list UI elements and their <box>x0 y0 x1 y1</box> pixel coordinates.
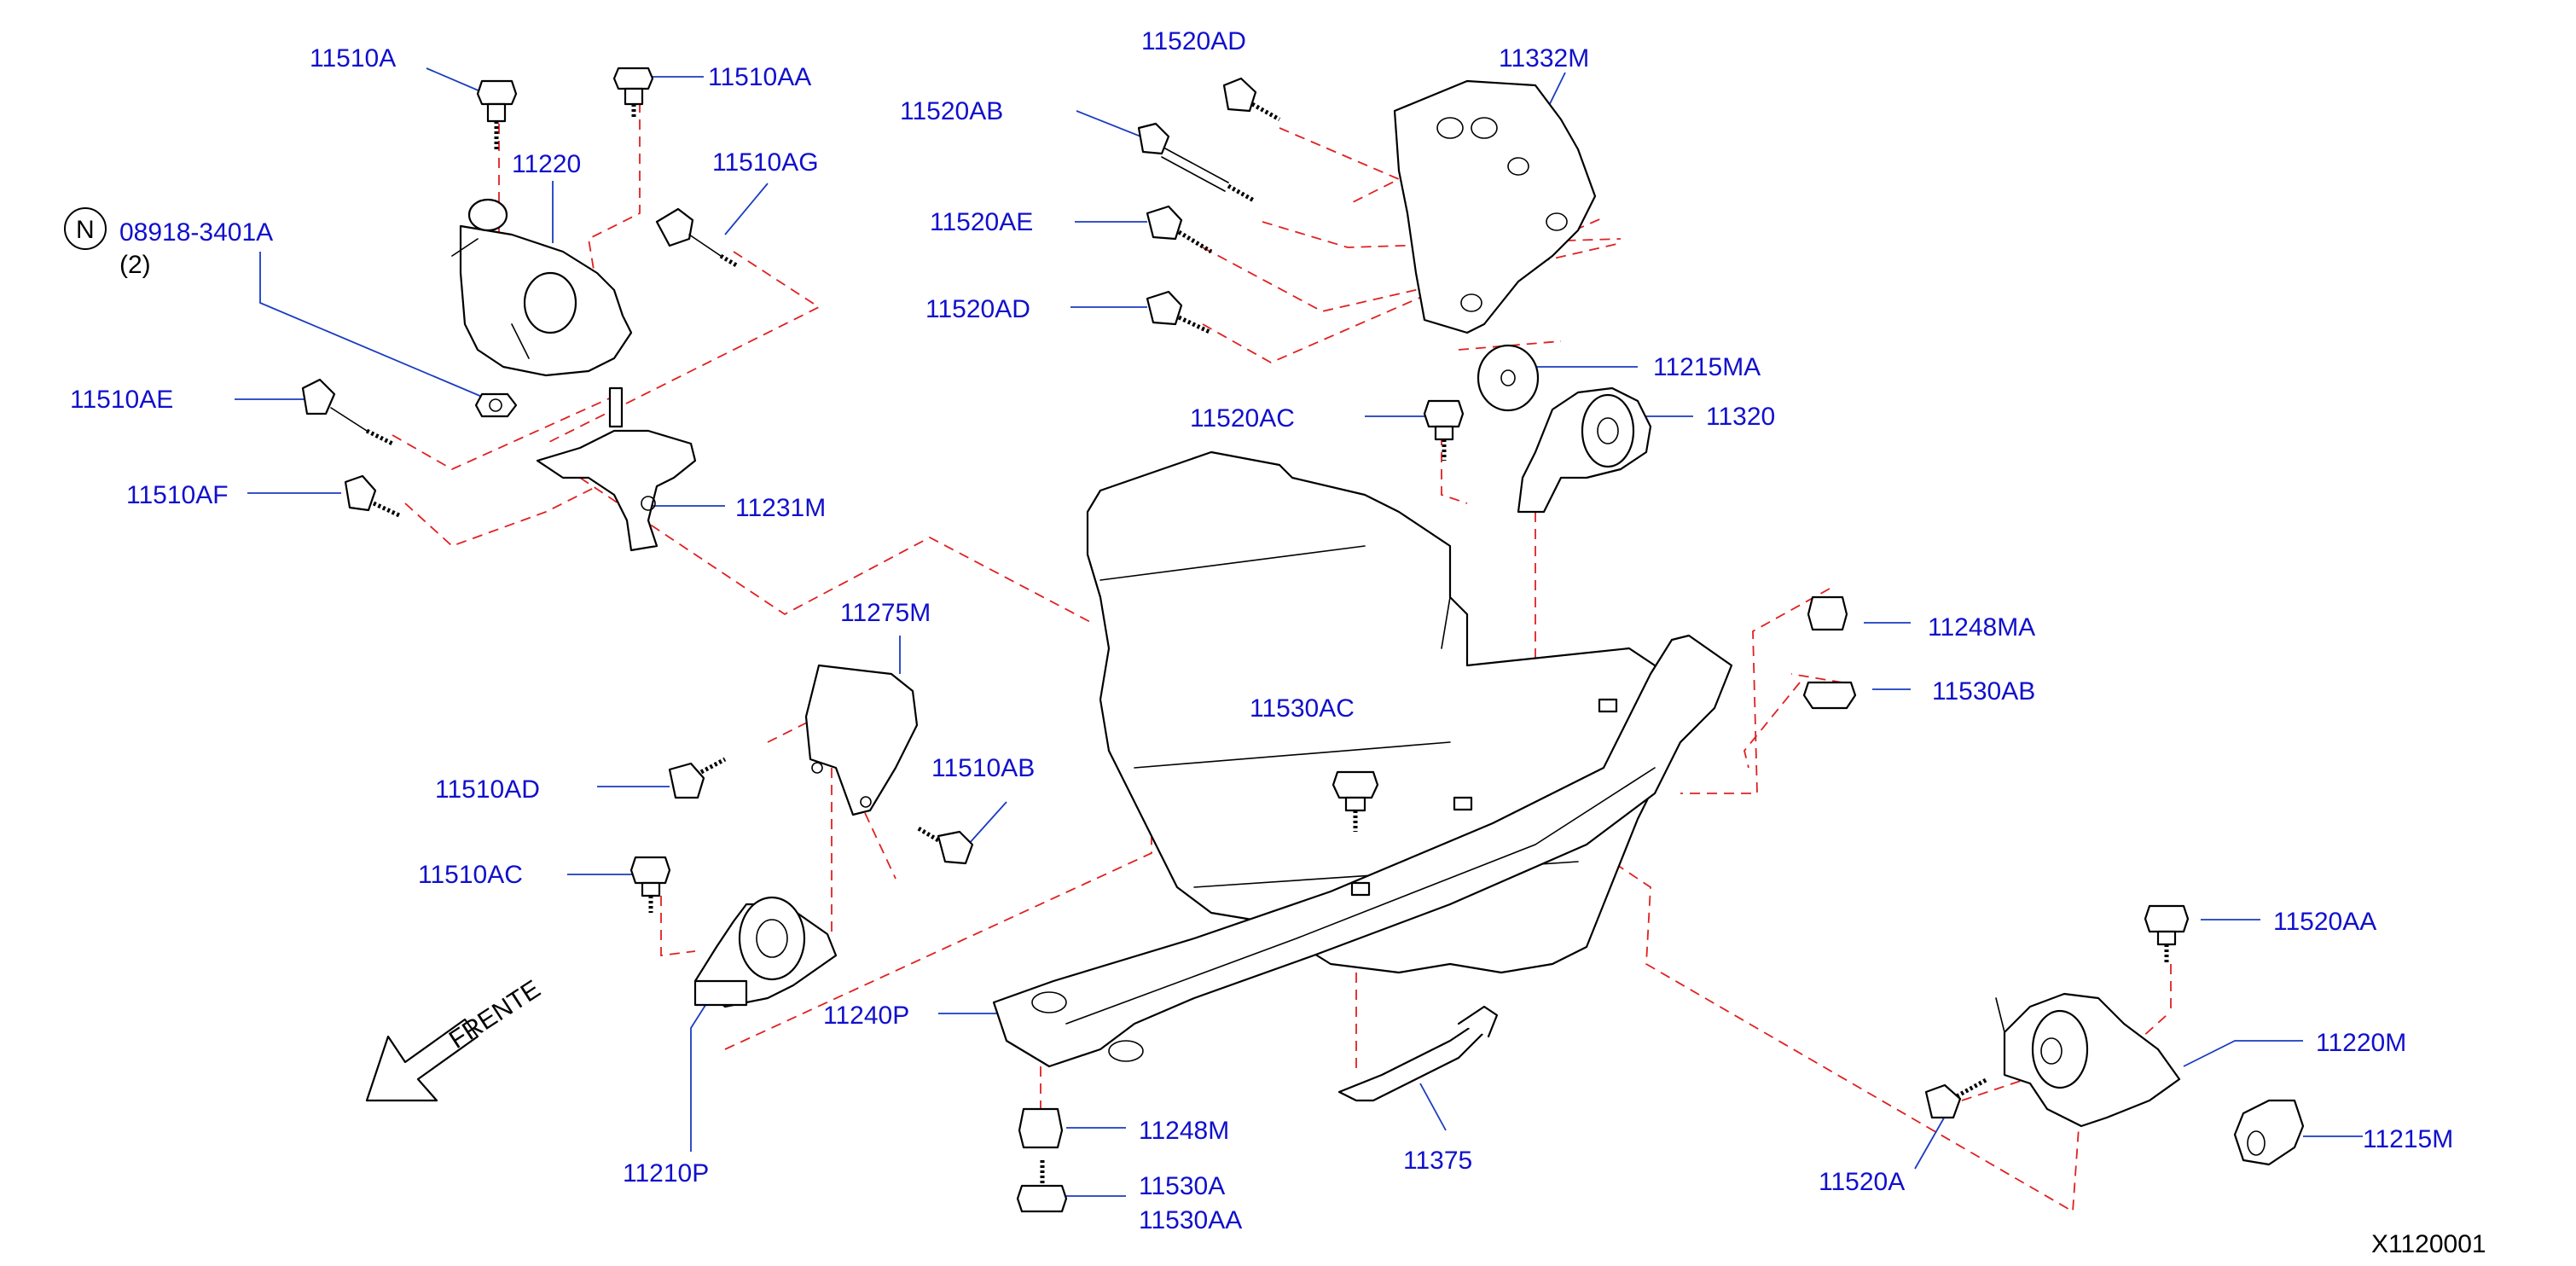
nut-11248ma <box>1807 595 1848 631</box>
front-arrow-icon: FRENTE <box>365 975 546 1102</box>
label-11375: 11375 <box>1403 1147 1472 1175</box>
diagram-code: X1120001 <box>2371 1230 2486 1258</box>
label-11210p: 11210P <box>623 1159 709 1188</box>
label-11520a: 11520A <box>1819 1168 1905 1196</box>
label-11510a: 11510A <box>310 44 396 73</box>
bolt-11520ae <box>1146 205 1213 254</box>
label-11220m: 11220M <box>2316 1029 2406 1057</box>
label-11320: 11320 <box>1706 403 1775 431</box>
label-11510ag: 11510AG <box>712 148 819 177</box>
label-11520ae: 11520AE <box>930 208 1033 236</box>
label-11510af: 11510AF <box>126 481 229 509</box>
label-11520ac: 11520AC <box>1190 404 1295 433</box>
bolt-11510ae <box>301 378 394 446</box>
label-11215m: 11215M <box>2363 1125 2453 1153</box>
label-11240p: 11240P <box>823 1002 909 1030</box>
label-11248ma: 11248MA <box>1928 613 2035 642</box>
bolt-11510a <box>476 79 518 149</box>
label-11530ac: 11530AC <box>1250 694 1355 723</box>
engine-mount-11320 <box>1517 386 1652 514</box>
bolt-11510aa <box>612 67 654 119</box>
bolt-11530a <box>1016 1160 1068 1213</box>
label-11510aa: 11510AA <box>708 63 811 91</box>
nut-11248m <box>1018 1107 1064 1149</box>
label-11248m: 11248M <box>1139 1117 1229 1145</box>
label-11231m: 11231M <box>735 494 826 522</box>
bolt-11520a <box>1924 1077 1989 1119</box>
bolt-11510af <box>344 474 403 519</box>
bracket-11215m <box>2233 1099 2305 1166</box>
front-label: FRENTE <box>444 975 546 1054</box>
label-11220: 11220 <box>512 150 581 178</box>
label-11520aa: 11520AA <box>2273 908 2376 936</box>
bolt-11520ac <box>1423 399 1465 461</box>
bolt-11510ad <box>668 757 727 799</box>
bolt-11520aa <box>2144 904 2190 964</box>
washer-11215ma <box>1477 344 1540 412</box>
nut-08918-3401a <box>474 392 518 418</box>
note-symbol-letter: N <box>76 216 95 244</box>
part-labels: 11510A 11510AA 11220 11510AG 08918-3401A… <box>70 27 2486 1258</box>
label-11510ab: 11510AB <box>931 754 1035 782</box>
bolt-11520ad-top <box>1222 77 1281 122</box>
label-11275m: 11275M <box>840 599 931 627</box>
label-08918-3401a: 08918-3401A <box>119 218 273 247</box>
label-08918-qty: (2) <box>119 251 151 279</box>
bolt-11510ag <box>655 207 740 269</box>
label-11510ae: 11510AE <box>70 386 173 414</box>
note-symbol-icon: N <box>64 207 107 250</box>
label-11510ac: 11510AC <box>418 861 523 889</box>
label-11510ad: 11510AD <box>435 775 540 804</box>
label-11530a: 11530A <box>1139 1172 1225 1200</box>
label-11530aa: 11530AA <box>1139 1206 1242 1234</box>
label-11215ma: 11215MA <box>1653 353 1761 381</box>
bolt-11530ab <box>1802 681 1857 710</box>
bolts <box>301 67 2190 1213</box>
engine-mount-11210p <box>693 896 838 1008</box>
crossmember-11240p <box>992 634 1733 1068</box>
bolt-11510ab <box>915 825 974 865</box>
label-11520ab: 11520AB <box>900 97 1003 125</box>
bracket-11231m <box>536 386 697 552</box>
bracket-11275m <box>804 664 919 816</box>
bolt-11520ab <box>1137 122 1256 203</box>
bracket-11332m <box>1393 79 1597 334</box>
label-11520ad-top: 11520AD <box>1141 27 1246 55</box>
label-11520ad-mid: 11520AD <box>925 295 1030 323</box>
engine-mount-11220 <box>451 198 633 377</box>
bracket-11375 <box>1337 1005 1499 1102</box>
bolt-11510ac <box>629 856 671 913</box>
label-11332m: 11332M <box>1499 44 1589 73</box>
bolt-11520ad-mid <box>1146 290 1213 335</box>
engine-mount-11220m <box>1995 992 2181 1128</box>
label-11530ab: 11530AB <box>1932 677 2035 706</box>
bolt-11530ac <box>1332 770 1379 832</box>
